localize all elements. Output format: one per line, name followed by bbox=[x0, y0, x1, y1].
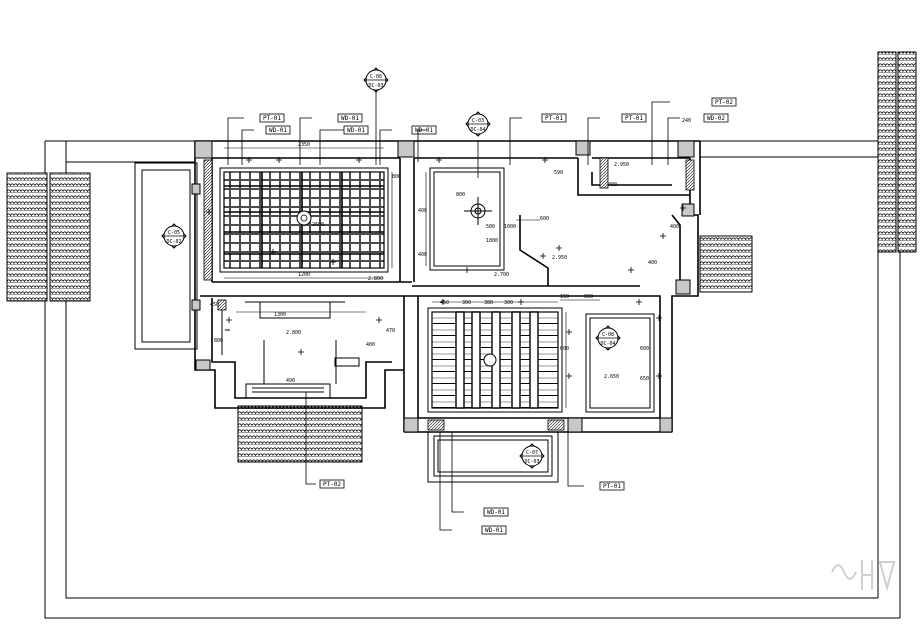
hatched-walls bbox=[203, 157, 695, 431]
lower-left-room bbox=[221, 301, 360, 399]
dim-1300: 1300 bbox=[274, 312, 286, 318]
dim-300b: 300 bbox=[504, 300, 513, 306]
dim-2350: 2350 bbox=[298, 142, 310, 148]
tag-wd01-d: WD-01 bbox=[415, 127, 433, 134]
dim-400d: 400 bbox=[670, 224, 679, 230]
section-s2-bottom: DC-04 bbox=[470, 127, 485, 133]
dim-400e: 400 bbox=[648, 260, 657, 266]
section-marker-s4: C-08 DC-04 bbox=[595, 325, 621, 351]
tag-pt02-a: PT-02 bbox=[715, 99, 733, 106]
dim-400c: 400 bbox=[608, 182, 617, 188]
section-s3-top: C-05 bbox=[168, 230, 180, 236]
tag-pt01-c: PT-01 bbox=[625, 115, 643, 122]
material-tag-text: PT-01 WD-01 WD-01 WD-01 WD-01 PT-01 PT-0… bbox=[263, 99, 733, 534]
section-s2-top: C-03 bbox=[472, 118, 484, 124]
tag-wd01-e: WD-01 bbox=[487, 509, 505, 516]
dim-1200: 1200 bbox=[298, 272, 310, 278]
dim-300a: 300 bbox=[462, 300, 471, 306]
watermark-logo bbox=[831, 560, 896, 592]
tag-wd01-b: WD-01 bbox=[341, 115, 359, 122]
dim-600b: 600 bbox=[640, 346, 649, 352]
dim-400a: 400 bbox=[418, 208, 427, 214]
columns bbox=[191, 140, 695, 433]
tag-pt01-b: PT-01 bbox=[545, 115, 563, 122]
dim-1000: 1000 bbox=[504, 224, 516, 230]
dimension-text: 2350 1200 2.800 2600 800 400 800 500 100… bbox=[210, 118, 691, 384]
dim-2650: 2.650 bbox=[604, 374, 619, 380]
section-marker-s3: C-05 DC-02 bbox=[161, 223, 187, 249]
dimension-lines bbox=[224, 147, 600, 408]
dim-2700: 2.700 bbox=[494, 272, 509, 278]
dim-300c: 300 bbox=[584, 294, 593, 300]
dim-400-right: 400 bbox=[366, 342, 375, 348]
left-balcony bbox=[134, 162, 198, 350]
tag-wd01-c: WD-01 bbox=[347, 127, 365, 134]
dim-800b: 800 bbox=[456, 192, 465, 198]
roof-tiles bbox=[6, 51, 917, 463]
dim-500: 500 bbox=[486, 224, 495, 230]
section-s1-bottom: DC-03 bbox=[368, 83, 383, 89]
section-s5-bottom: DC-03 bbox=[524, 459, 539, 465]
dim-600c: 600 bbox=[560, 346, 569, 352]
tag-wd01-a: WD-01 bbox=[269, 127, 287, 134]
dim-800c: 800 bbox=[214, 338, 223, 344]
dim-800a: 800 bbox=[392, 174, 401, 180]
dim-380: 380 bbox=[484, 300, 493, 306]
section-s1-top: C-06 bbox=[370, 74, 382, 80]
material-tags bbox=[259, 97, 737, 535]
living-room-ceiling bbox=[219, 167, 389, 273]
dim-2800a: 2.800 bbox=[368, 276, 383, 282]
dim-2800b: 2.800 bbox=[286, 330, 301, 336]
dim-470: 470 bbox=[386, 328, 395, 334]
dim-2950a: 2.950 bbox=[614, 162, 629, 168]
leader-lines bbox=[227, 90, 680, 531]
section-s4-bottom: DC-04 bbox=[600, 341, 615, 347]
dining-room-ceiling bbox=[429, 167, 505, 271]
dim-450a: 450 bbox=[210, 302, 219, 308]
section-s3-bottom: DC-02 bbox=[166, 239, 181, 245]
dim-650: 650 bbox=[640, 376, 649, 382]
section-marker-s5: C-07 DC-03 bbox=[519, 443, 545, 469]
section-s4-top: C-08 bbox=[602, 332, 614, 338]
dim-1800: 1800 bbox=[486, 238, 498, 244]
lower-right-room bbox=[585, 313, 655, 413]
dim-590: 590 bbox=[554, 170, 563, 176]
lower-middle-ceiling bbox=[427, 307, 563, 413]
dim-600a: 600 bbox=[540, 216, 549, 222]
tag-pt02-b: PT-02 bbox=[323, 481, 341, 488]
section-marker-s1: C-06 DC-03 bbox=[363, 67, 389, 93]
light-fixtures bbox=[206, 157, 686, 379]
dim-400b: 400 bbox=[418, 252, 427, 258]
section-s5-top: C-07 bbox=[526, 450, 538, 456]
tag-pt01-a: PT-01 bbox=[263, 115, 281, 122]
tag-wd01-f: WD-01 bbox=[485, 527, 503, 534]
tag-wd02: WD-02 bbox=[707, 115, 725, 122]
dim-150: 150 bbox=[560, 294, 569, 300]
dim-240: 240 bbox=[682, 118, 691, 124]
dim-450b: 450 bbox=[440, 300, 449, 306]
dim-490: 490 bbox=[286, 378, 295, 384]
bottom-balcony bbox=[427, 431, 559, 483]
tag-pt01-d: PT-01 bbox=[603, 483, 621, 490]
section-marker-s2: C-03 DC-04 bbox=[465, 111, 491, 137]
dim-2600: 2600 bbox=[312, 222, 324, 228]
dim-2950b: 2.950 bbox=[552, 255, 567, 261]
